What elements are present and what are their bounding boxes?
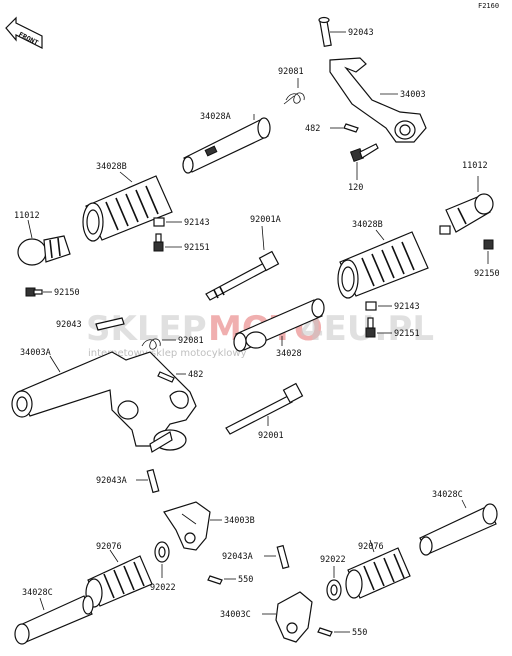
label-92043-top: 92043 bbox=[348, 28, 374, 38]
label-92151-right: 92151 bbox=[394, 329, 420, 339]
label-550-left: 550 bbox=[238, 575, 253, 585]
collar-92143-left bbox=[153, 217, 165, 227]
pin-92043A-left bbox=[146, 468, 160, 494]
footrest-rubber-34028B-right bbox=[337, 231, 429, 299]
label-92143-left: 92143 bbox=[184, 218, 210, 228]
label-34003A: 34003A bbox=[20, 348, 51, 358]
cotter-550-right bbox=[317, 627, 333, 637]
label-92150-right: 92150 bbox=[474, 269, 500, 279]
label-92151-left: 92151 bbox=[184, 243, 210, 253]
footrest-tube-34028C-right bbox=[419, 503, 498, 556]
pin-92043-mid bbox=[95, 317, 125, 331]
label-92022-right: 92022 bbox=[320, 555, 346, 565]
label-34028C-left: 34028C bbox=[22, 588, 53, 598]
pin-92043-top bbox=[318, 16, 332, 48]
footrest-tube-34028 bbox=[233, 298, 325, 352]
cotter-482-mid bbox=[157, 371, 175, 383]
cap-11012-left bbox=[17, 235, 71, 266]
cap-11012-right bbox=[439, 193, 494, 235]
bolt-92151-left bbox=[153, 233, 164, 252]
label-92001A: 92001A bbox=[250, 215, 281, 225]
footrest-rubber-34028B-left bbox=[82, 175, 173, 242]
label-482-top: 482 bbox=[305, 124, 320, 134]
label-34003C: 34003C bbox=[220, 610, 251, 620]
footrest-rubber-92076-right bbox=[345, 547, 411, 599]
screw-92150-left bbox=[25, 287, 43, 297]
cotter-550-left bbox=[207, 575, 223, 585]
bracket-34003C bbox=[275, 591, 313, 643]
bracket-34003B bbox=[163, 501, 211, 551]
pin-92043A-right bbox=[276, 544, 290, 570]
bolt-120 bbox=[349, 143, 379, 163]
spring-92081-mid bbox=[141, 338, 161, 350]
cotter-482-top bbox=[343, 123, 359, 133]
watermark-subtitle: internetowy sklep motocyklowy bbox=[88, 348, 247, 359]
label-482-mid: 482 bbox=[188, 370, 203, 380]
label-34028C-right: 34028C bbox=[432, 490, 463, 500]
label-550-right: 550 bbox=[352, 628, 367, 638]
label-92076-right: 92076 bbox=[358, 542, 384, 552]
footrest-rubber-92076-left bbox=[85, 555, 153, 608]
label-92076-left: 92076 bbox=[96, 542, 122, 552]
label-92150-left: 92150 bbox=[54, 288, 80, 298]
bracket-34003 bbox=[329, 57, 427, 143]
bracket-34003A bbox=[11, 351, 197, 453]
label-34028B-right: 34028B bbox=[352, 220, 383, 230]
label-34028: 34028 bbox=[276, 349, 302, 359]
figure-code: F2160 bbox=[478, 2, 499, 10]
footrest-tube-34028A bbox=[182, 117, 271, 174]
label-92043A-right: 92043A bbox=[222, 552, 253, 562]
label-92143-right: 92143 bbox=[394, 302, 420, 312]
label-92043A-left: 92043A bbox=[96, 476, 127, 486]
bolt-92001A bbox=[205, 250, 280, 301]
front-arrow-icon: FRONT bbox=[5, 16, 43, 49]
watermark-part-1: SKLEP bbox=[86, 309, 207, 349]
label-11012-left: 11012 bbox=[14, 211, 40, 221]
label-11012-right: 11012 bbox=[462, 161, 488, 171]
label-92081-top: 92081 bbox=[278, 67, 304, 77]
bolt-92001 bbox=[225, 382, 304, 435]
label-34028A: 34028A bbox=[200, 112, 231, 122]
label-34028B-left: 34028B bbox=[96, 162, 127, 172]
spring-92081-top bbox=[283, 92, 305, 105]
label-92043-mid: 92043 bbox=[56, 320, 82, 330]
screw-92150-right bbox=[483, 239, 494, 250]
footrest-tube-34028C-left bbox=[14, 595, 94, 645]
label-120: 120 bbox=[348, 183, 363, 193]
label-34003B: 34003B bbox=[224, 516, 255, 526]
collar-92143-right bbox=[365, 301, 377, 311]
bolt-92151-right bbox=[365, 317, 376, 338]
washer-92022-left bbox=[154, 541, 170, 563]
label-92001: 92001 bbox=[258, 431, 284, 441]
label-92022-left: 92022 bbox=[150, 583, 176, 593]
label-34003: 34003 bbox=[400, 90, 426, 100]
label-92081-mid: 92081 bbox=[178, 336, 204, 346]
washer-92022-right bbox=[326, 579, 342, 601]
